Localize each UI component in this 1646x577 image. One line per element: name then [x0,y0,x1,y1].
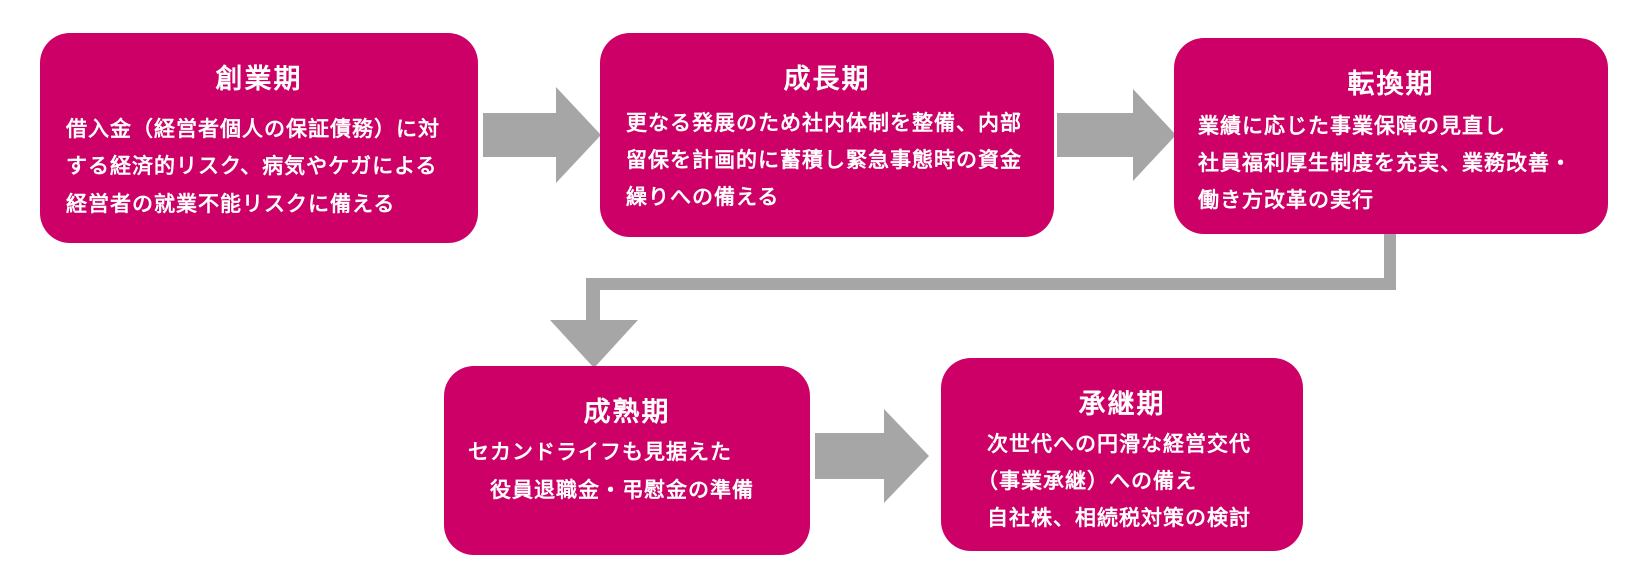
stage-title: 成熟期 [583,397,671,428]
stage-title: 創業期 [215,64,303,95]
arrow-right-3 [815,409,929,503]
stage-title: 転換期 [1347,69,1435,100]
stage-description-line: 繰りへの備える [626,185,780,209]
stage-description-line: 借入金（経営者個人の保証債務）に対 [66,117,440,141]
stage-box-maturity: 成熟期 セカンドライフも見据えた 役員退職金・弔慰金の準備 [444,366,810,555]
stage-title: 承継期 [1078,389,1166,420]
arrow-right-1 [483,87,601,183]
stage-description-line: 自社株、相続税対策の検討 [987,506,1251,530]
stage-box-transition: 転換期 業績に応じた事業保障の見直し 社員福利厚生制度を充実、業務改善・ 働き方… [1174,38,1608,234]
stage-description-line: 働き方改革の実行 [1198,188,1374,212]
stage-description-line: （事業承継）への備え [977,469,1197,493]
stage-description-line: 更なる発展のため社内体制を整備、内部 [626,111,1022,135]
stage-description-line: 業績に応じた事業保障の見直し [1198,114,1506,138]
stage-box-succession: 承継期 次世代への円滑な経営交代 （事業承継）への備え 自社株、相続税対策の検討 [941,358,1303,551]
stage-description-line: 役員退職金・弔慰金の準備 [490,478,754,502]
arrow-right-2 [1057,89,1176,181]
stage-description-line: 経営者の就業不能リスクに備える [66,192,396,216]
stage-description-line: する経済的リスク、病気やケガによる [66,154,438,178]
stage-title: 成長期 [783,64,871,95]
stage-box-founding: 創業期 借入金（経営者個人の保証債務）に対 する経済的リスク、病気やケガによる … [40,33,478,243]
stage-box-growth: 成長期 更なる発展のため社内体制を整備、内部 留保を計画的に蓄積し緊急事態時の資… [600,33,1054,237]
stage-description-line: 次世代への円滑な経営交代 [987,432,1251,456]
stage-description-line: セカンドライフも見据えた [468,440,732,464]
arrow-connector-down [550,234,1396,368]
stage-description-line: 社員福利厚生制度を充実、業務改善・ [1198,151,1572,175]
stage-description-line: 留保を計画的に蓄積し緊急事態時の資金 [626,148,1022,172]
